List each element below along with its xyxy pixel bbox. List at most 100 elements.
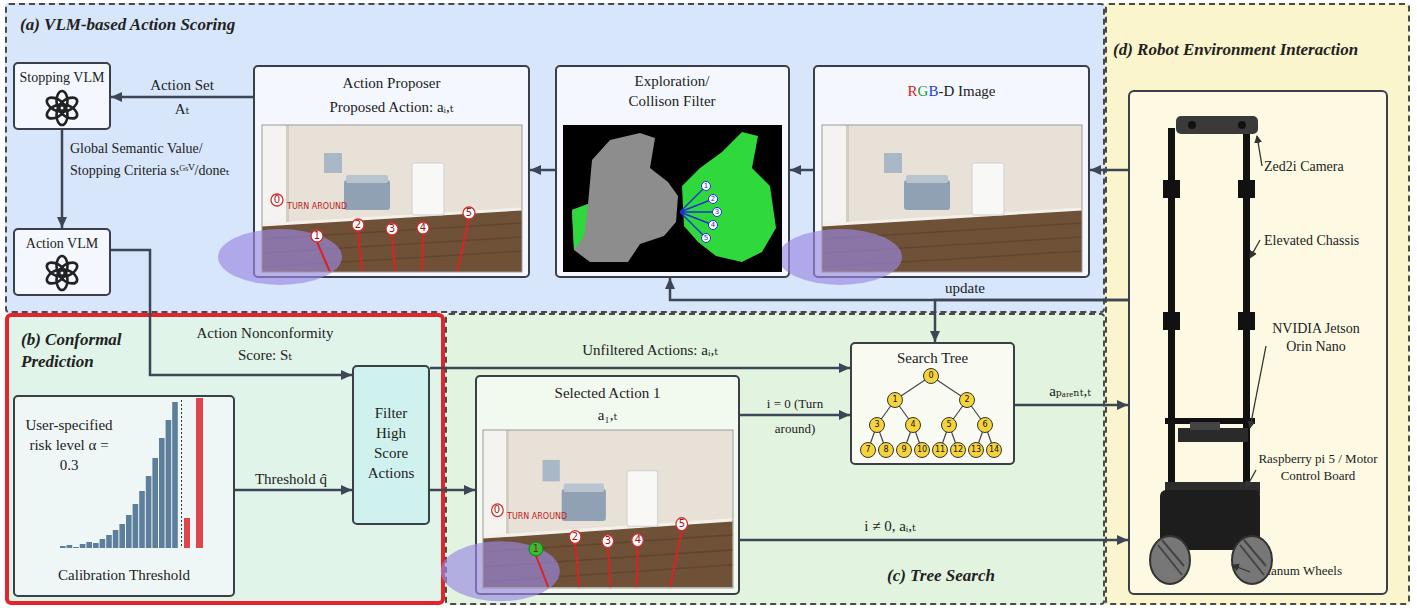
histogram-box: User-specified risk level α = 0.3Calibra…	[13, 395, 235, 597]
robot-illustration	[1150, 536, 1190, 584]
node-text: Zed2i Camera	[1264, 158, 1384, 176]
histogram	[60, 398, 203, 548]
robot-illustration	[1190, 422, 1220, 430]
occupancy-map	[680, 186, 717, 238]
node-text: Elevated Chassis	[1264, 232, 1384, 250]
histogram	[133, 504, 139, 548]
tree-graph	[861, 369, 1002, 458]
robot-illustration	[1163, 312, 1180, 330]
node-text: a₁,ₜ	[477, 405, 738, 425]
tree-graph	[870, 418, 885, 433]
occupancy-map	[563, 125, 782, 272]
occupancy-map	[563, 125, 782, 272]
tree-graph	[861, 443, 876, 458]
tree-graph	[897, 443, 912, 458]
flow-arrow	[111, 250, 352, 375]
flow-arrow	[790, 169, 813, 172]
camera-photo	[271, 194, 475, 272]
panel-title: (d) Robot Environment Interaction	[1113, 39, 1408, 61]
histogram	[172, 402, 178, 548]
histogram	[139, 491, 145, 548]
robot-illustration	[1168, 128, 1175, 528]
node-text: Raspberry pi 5 / Motor Control Board	[1250, 450, 1386, 484]
occupancy-map	[572, 133, 678, 262]
histogram	[86, 542, 92, 548]
camera-photo	[529, 542, 543, 556]
tree-graph	[951, 443, 966, 458]
tree-graph	[987, 443, 1002, 458]
tree-graph	[949, 425, 958, 450]
robot-illustration	[1188, 121, 1196, 129]
occupancy-map	[572, 204, 588, 250]
tree-graph	[942, 418, 957, 433]
tree-graph	[888, 393, 903, 408]
camera-photo	[822, 125, 1082, 272]
node-text: Stopping VLM	[15, 68, 109, 87]
node-text: Calibration Threshold	[15, 565, 233, 585]
histogram	[106, 535, 112, 548]
histogram	[166, 420, 172, 548]
node-text: Action VLM	[15, 234, 109, 253]
tree-graph	[969, 443, 984, 458]
robot-illustration	[1160, 490, 1260, 550]
panel: (c) Tree Search Selected Action 1a₁,ₜ Sear…	[445, 313, 1105, 605]
node-text: User-specified risk level α = 0.3	[19, 415, 119, 475]
panel: (b) Conformal PredictionUser-specified r…	[5, 313, 445, 605]
flow-arrow	[530, 169, 555, 172]
histogram	[80, 544, 86, 548]
histogram	[181, 400, 182, 548]
flow-arrow	[430, 489, 475, 492]
node-text: Selected Action 1	[477, 383, 738, 403]
histogram	[184, 518, 190, 548]
histogram	[93, 543, 99, 548]
node-text: Action Proposer	[255, 73, 528, 93]
camera-photo	[483, 430, 733, 588]
model-box: Stopping VLM	[13, 62, 111, 130]
openai-logo	[45, 91, 80, 290]
panel-title: (c) Tree Search	[887, 565, 1097, 587]
robot-illustration	[1150, 116, 1272, 584]
occupancy-map	[682, 132, 776, 262]
tree-box: Search Tree	[850, 342, 1015, 465]
flow-arrow	[1090, 169, 1128, 172]
tree-graph	[868, 425, 877, 450]
tree-graph	[976, 425, 985, 450]
image-box: Selected Action 1a₁,ₜ	[475, 375, 740, 595]
tree-graph	[877, 425, 886, 450]
histogram	[113, 530, 119, 548]
camera-photo	[218, 125, 522, 285]
flow-arrow	[740, 539, 1128, 542]
openai-logo	[45, 256, 80, 290]
robot-illustration	[1257, 136, 1262, 166]
image-box: RGB-D Image	[813, 65, 1090, 278]
occupancy-map	[702, 182, 711, 191]
tree-graph	[913, 425, 922, 450]
tree-graph	[978, 418, 993, 433]
robot-illustration	[1238, 180, 1255, 198]
occupancy-map	[709, 221, 718, 230]
tree-graph	[967, 400, 985, 425]
tree-graph	[895, 400, 913, 425]
tree-graph	[949, 400, 967, 425]
robot-illustration	[1232, 565, 1250, 572]
robot-illustration	[1232, 536, 1272, 584]
flow-arrow	[61, 130, 64, 228]
robot-illustration	[1238, 312, 1255, 330]
tree-graph	[940, 425, 949, 450]
robot-illustration	[1178, 428, 1248, 442]
robot-illustration	[1246, 470, 1256, 488]
node-text: RGB-D Image	[815, 81, 1088, 101]
histogram	[100, 539, 106, 548]
histogram	[119, 524, 125, 548]
tree-graph	[877, 400, 895, 425]
flow-arrow	[740, 414, 850, 417]
panel-title: (a) VLM-based Action Scoring	[20, 14, 420, 36]
occupancy-map	[709, 195, 718, 204]
flow-arrow	[111, 96, 253, 99]
robot-illustration	[1232, 136, 1266, 572]
flow-arrow	[670, 278, 1128, 300]
robot-box: Zed2i CameraElevated ChassisNVIDIA Jetso…	[1128, 90, 1388, 595]
occupancy-map	[702, 182, 722, 243]
